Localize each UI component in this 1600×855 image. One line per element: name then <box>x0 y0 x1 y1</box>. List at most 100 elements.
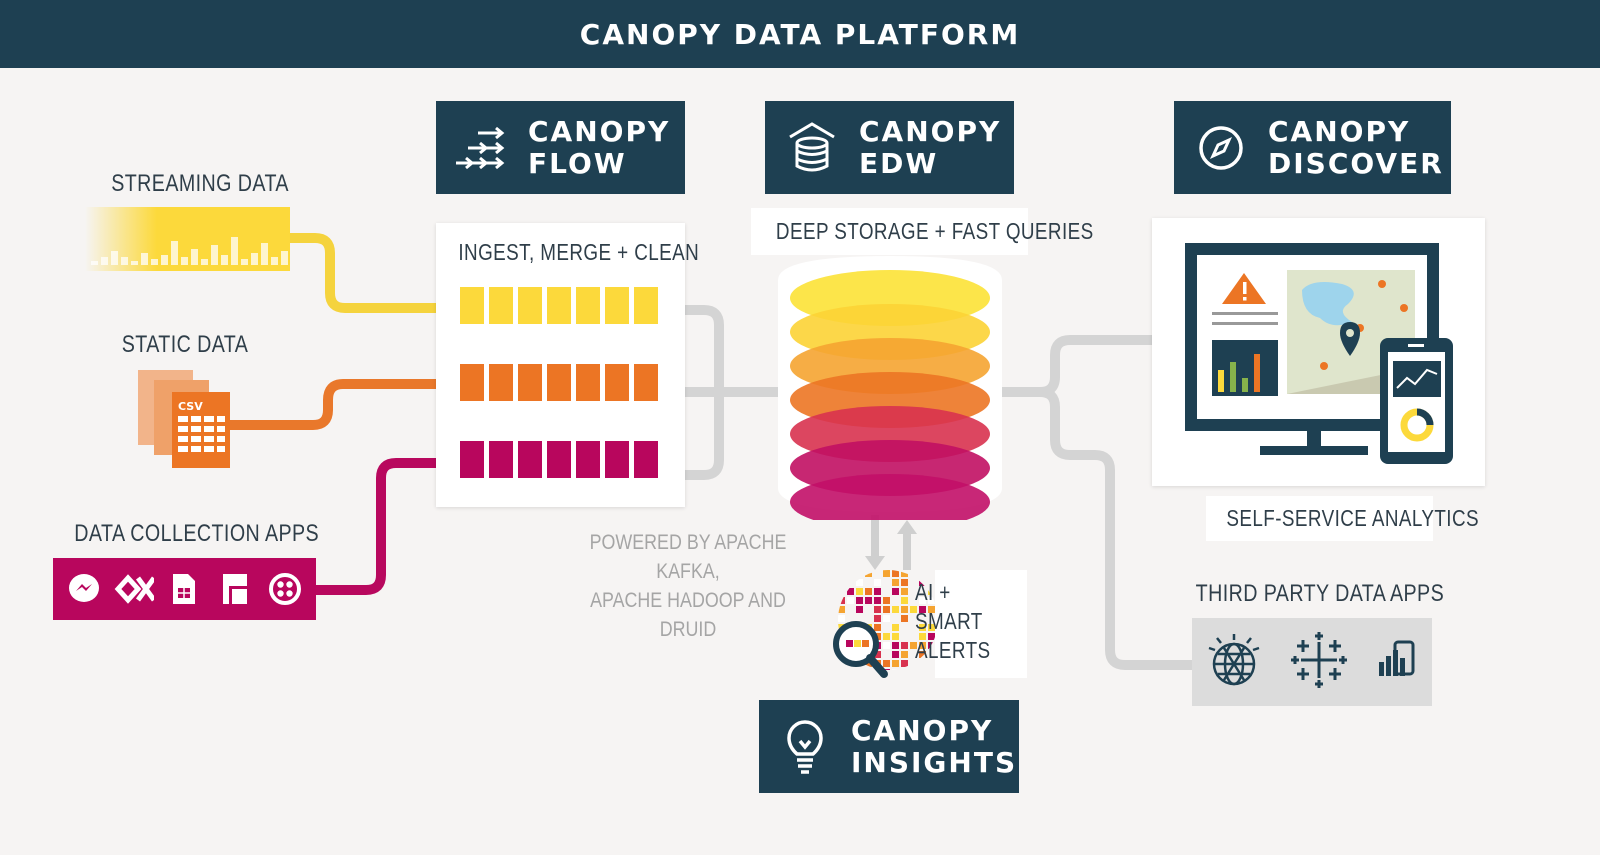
powerbi-icon <box>1375 638 1419 687</box>
twilio-icon <box>265 569 305 609</box>
mosaic-tile <box>865 660 872 667</box>
mosaic-tile <box>874 624 881 631</box>
data-collection-apps-bar <box>53 558 316 620</box>
data-collection-apps-label: DATA COLLECTION APPS <box>74 520 320 547</box>
dashboard-monitor-illustration <box>1185 243 1453 464</box>
mosaic-tile <box>883 642 890 649</box>
flow-block <box>460 364 484 401</box>
flow-block-row <box>460 364 658 401</box>
ai-line2: SMART <box>915 608 983 634</box>
streaming-data-graphic <box>85 207 290 271</box>
mosaic-tile <box>865 597 872 604</box>
mosaic-tile <box>856 597 863 604</box>
static-data-label: STATIC DATA <box>121 331 249 358</box>
mosaic-tile <box>919 570 926 577</box>
map-pin-icon <box>1340 322 1360 356</box>
flow-block <box>547 287 571 324</box>
database-icon <box>765 121 859 175</box>
mosaic-tile <box>901 660 908 667</box>
waveform-bar <box>201 259 208 265</box>
flow-block <box>518 287 542 324</box>
page-title: CANOPY DATA PLATFORM <box>579 17 1021 51</box>
mosaic-tile <box>901 642 908 649</box>
mosaic-tile <box>838 597 845 604</box>
mosaic-tile <box>919 606 926 613</box>
mosaic-tile <box>892 588 899 595</box>
csv-badge: CSV <box>178 400 203 413</box>
apps-connector <box>316 458 440 595</box>
mosaic-tile <box>928 624 935 631</box>
mosaic-tile <box>892 642 899 649</box>
edw-to-thirdparty-connector <box>1039 387 1195 670</box>
compass-icon <box>1174 124 1268 172</box>
mosaic-tile <box>847 588 854 595</box>
static-connector <box>228 379 440 430</box>
mosaic-tile <box>901 570 908 577</box>
mosaic-tile <box>892 624 899 631</box>
self-service-analytics-card <box>1152 218 1485 486</box>
waveform-bar <box>91 261 98 265</box>
mosaic-tile <box>892 651 899 658</box>
mosaic-tile <box>901 615 908 622</box>
ingest-merge-clean-box: INGEST, MERGE + CLEAN <box>436 223 700 507</box>
mosaic-tile <box>865 570 872 577</box>
mosaic-tile <box>883 615 890 622</box>
waveform-bar <box>211 245 218 265</box>
mosaic-tile <box>838 615 845 622</box>
flow-block <box>518 441 542 478</box>
powered-by-line2: APACHE HADOOP AND DRUID <box>590 589 786 641</box>
mosaic-tile <box>910 642 917 649</box>
mosaic-tile <box>928 606 935 613</box>
mosaic-tile <box>838 606 845 613</box>
flow-block <box>576 287 600 324</box>
mosaic-tile <box>865 588 872 595</box>
mosaic-tile <box>892 633 899 640</box>
mosaic-tile <box>919 651 926 658</box>
discover-name-line2: DISCOVER <box>1268 146 1444 180</box>
edw-storage-disc <box>790 474 990 520</box>
flow-block <box>460 287 484 324</box>
waveform-bar <box>191 249 198 265</box>
flow-name-line2: FLOW <box>528 146 627 180</box>
flow-block <box>576 364 600 401</box>
canopy-insights-title-box: CANOPY INSIGHTS <box>759 700 1019 793</box>
canopy-edw-title-box: CANOPY EDW <box>765 101 1014 194</box>
waveform-bar <box>181 257 188 265</box>
mosaic-tile <box>856 669 863 670</box>
deep-storage-tag: DEEP STORAGE + FAST QUERIES <box>751 208 1093 255</box>
ingest-merge-clean-label: INGEST, MERGE + CLEAN <box>458 239 700 265</box>
mosaic-tile <box>919 669 926 670</box>
waveform-bar <box>141 253 148 265</box>
flow-name-line1: CANOPY <box>528 114 671 148</box>
self-service-tag: SELF-SERVICE ANALYTICS <box>1206 496 1479 541</box>
flow-block-row <box>460 287 658 324</box>
flow-block-row <box>460 441 658 478</box>
mosaic-tile <box>901 597 908 604</box>
flow-block <box>547 441 571 478</box>
edw-name-line1: CANOPY <box>859 114 1002 148</box>
waveform-bar <box>171 241 178 265</box>
ox-icon <box>114 569 155 609</box>
mosaic-tile <box>892 606 899 613</box>
waveform-bar <box>161 255 168 265</box>
ai-line1: AI + <box>915 579 951 605</box>
waveform-bar <box>261 243 268 265</box>
mosaic-tile <box>883 597 890 604</box>
waveform-bar <box>151 259 158 265</box>
mosaic-tile <box>883 570 890 577</box>
mosaic-tile <box>883 633 890 640</box>
flow-block <box>460 441 484 478</box>
flow-block <box>547 364 571 401</box>
messenger-icon <box>64 569 104 609</box>
mosaic-tile <box>856 606 863 613</box>
mosaic-tile <box>919 642 926 649</box>
streaming-connector <box>288 233 440 313</box>
flow-block <box>605 364 629 401</box>
mosaic-tile <box>892 570 899 577</box>
mosaic-tile <box>928 597 935 604</box>
waveform-bar <box>121 257 128 265</box>
waveform-bar <box>101 257 108 265</box>
flow-block <box>489 287 513 324</box>
mosaic-tile <box>901 651 908 658</box>
page-title-bar: CANOPY DATA PLATFORM <box>0 0 1600 68</box>
